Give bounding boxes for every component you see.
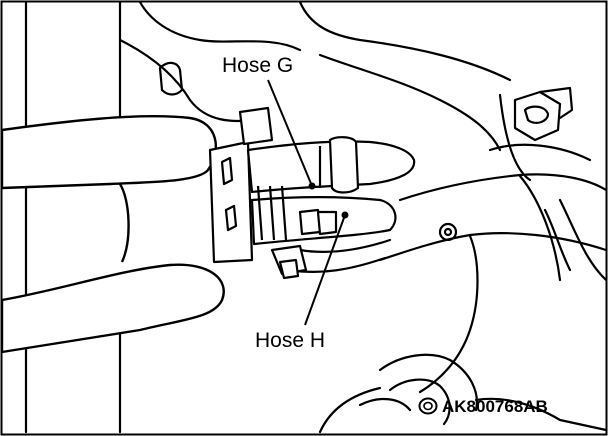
figure-code-text: AK800768AB <box>442 396 548 416</box>
background-structure <box>24 0 608 434</box>
hose-assembly <box>208 106 416 280</box>
hose-g-label: Hose G <box>222 54 294 77</box>
large-tube <box>0 114 225 354</box>
leader-hose-g <box>267 79 313 187</box>
leader-lines <box>267 79 349 326</box>
leader-hose-h <box>304 214 346 326</box>
leader-hose-h-dot <box>341 211 349 219</box>
figure-code: AK800768AB <box>418 397 548 415</box>
hose-h-label: Hose H <box>255 329 326 352</box>
reference-mark-icon <box>418 397 438 415</box>
leader-hose-g-dot <box>308 182 316 190</box>
